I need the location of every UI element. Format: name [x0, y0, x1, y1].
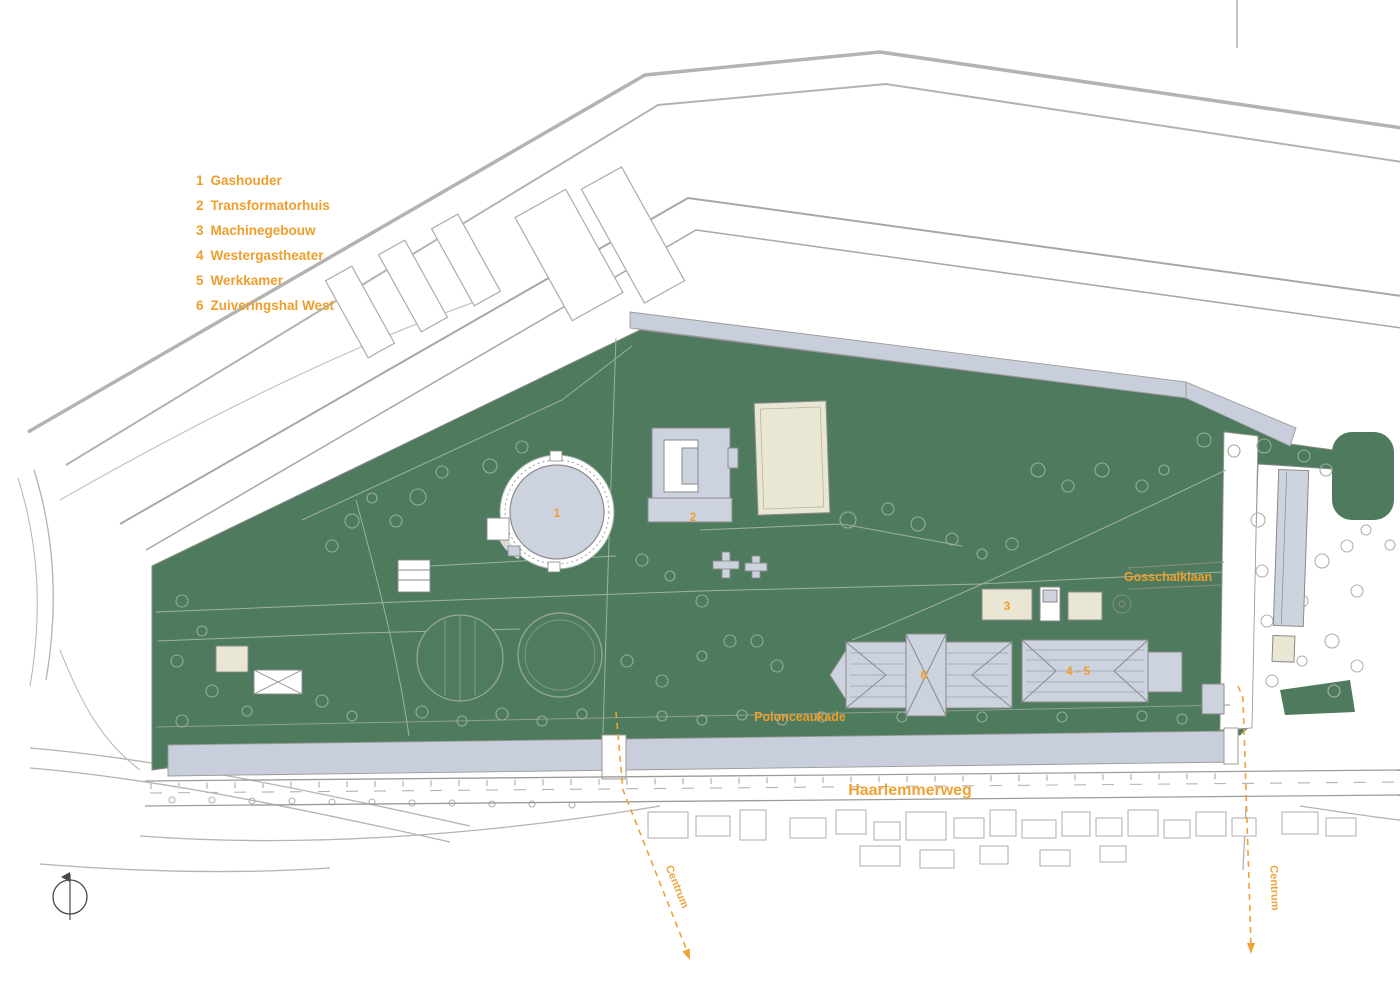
- site-buildings: [215, 400, 1310, 717]
- canal-east-structure: [1201, 683, 1225, 715]
- legend-item-number: 4: [196, 248, 204, 263]
- north-water-strip-end: [1185, 381, 1297, 447]
- gashouder-building: [494, 450, 615, 573]
- street-label-polonceaukade: Polonceaukade: [754, 710, 846, 724]
- marker-zuiveringshal: 6: [921, 668, 928, 682]
- green-patch-southeast: [1280, 680, 1355, 715]
- legend-item-number: 3: [196, 223, 204, 238]
- legend-item-number: 6: [196, 298, 204, 313]
- legend-item: 5 Werkkamer: [196, 272, 334, 289]
- marker-transformatorhuis: 2: [690, 510, 697, 524]
- legend-item: 3 Machinegebouw: [196, 222, 334, 239]
- background-buildings: [324, 166, 686, 359]
- legend-item-label: Westergastheater: [210, 248, 324, 263]
- southwest-road-curves: [29, 747, 1400, 873]
- street-label-gosschalklaan: Gosschalklaan: [1124, 570, 1212, 584]
- compass-icon: [52, 872, 88, 920]
- legend-item-label: Machinegebouw: [210, 223, 316, 238]
- legend-item-label: Transformatorhuis: [210, 198, 330, 213]
- legend-item: 4 Westergastheater: [196, 247, 334, 264]
- canal-lock: [1223, 727, 1239, 765]
- marker-gashouder: 1: [554, 506, 561, 520]
- green-patch-northeast: [1332, 432, 1394, 520]
- legend-item-number: 1: [196, 173, 204, 188]
- legend-item: 1 Gashouder: [196, 172, 334, 189]
- centrum-arrow-south: [615, 711, 690, 960]
- westergastheater-building: [1021, 639, 1183, 703]
- canal-bridge: [601, 734, 627, 780]
- direction-label-centrum-south: Centrum: [663, 864, 691, 911]
- zuiveringshal-building: [829, 633, 1013, 717]
- marker-machinegebouw: 3: [1004, 599, 1011, 613]
- trees: [170, 432, 1333, 728]
- transformatorhuis-building: [647, 427, 739, 523]
- street-label-haarlemmerweg: Haarlemmerweg: [848, 782, 972, 799]
- legend-item: 6 Zuiveringshal West: [196, 297, 334, 314]
- machinegebouw-building: [981, 586, 1132, 622]
- legend-item-label: Zuiveringshal West: [210, 298, 335, 313]
- east-tall-building: [1271, 469, 1310, 663]
- legend-item-number: 2: [196, 198, 204, 213]
- legend-item-number: 5: [196, 273, 204, 288]
- marker-westergastheater-werkkamer: 4 - 5: [1066, 664, 1090, 678]
- water-features: [167, 311, 1297, 777]
- south-buildings: [647, 809, 1357, 869]
- legend-item-label: Gashouder: [210, 173, 282, 188]
- legend-item: 2 Transformatorhuis: [196, 197, 334, 214]
- legend: 1 Gashouder 2 Transformatorhuis 3 Machin…: [196, 172, 334, 314]
- centrum-arrow-east: [1237, 685, 1255, 954]
- small-pavilions: [215, 517, 768, 695]
- beige-hall-building: [753, 400, 831, 516]
- legend-item-label: Werkkamer: [210, 273, 284, 288]
- gas-tank-circles: [416, 612, 603, 702]
- direction-label-centrum-east: Centrum: [1267, 865, 1281, 911]
- gosschalklaan-street: [1219, 431, 1259, 731]
- haarlemmerweg-road: [144, 769, 1400, 807]
- map-labels: 1 2 3 6 4 - 5 Gosschalklaan Polonceaukad…: [554, 506, 1281, 911]
